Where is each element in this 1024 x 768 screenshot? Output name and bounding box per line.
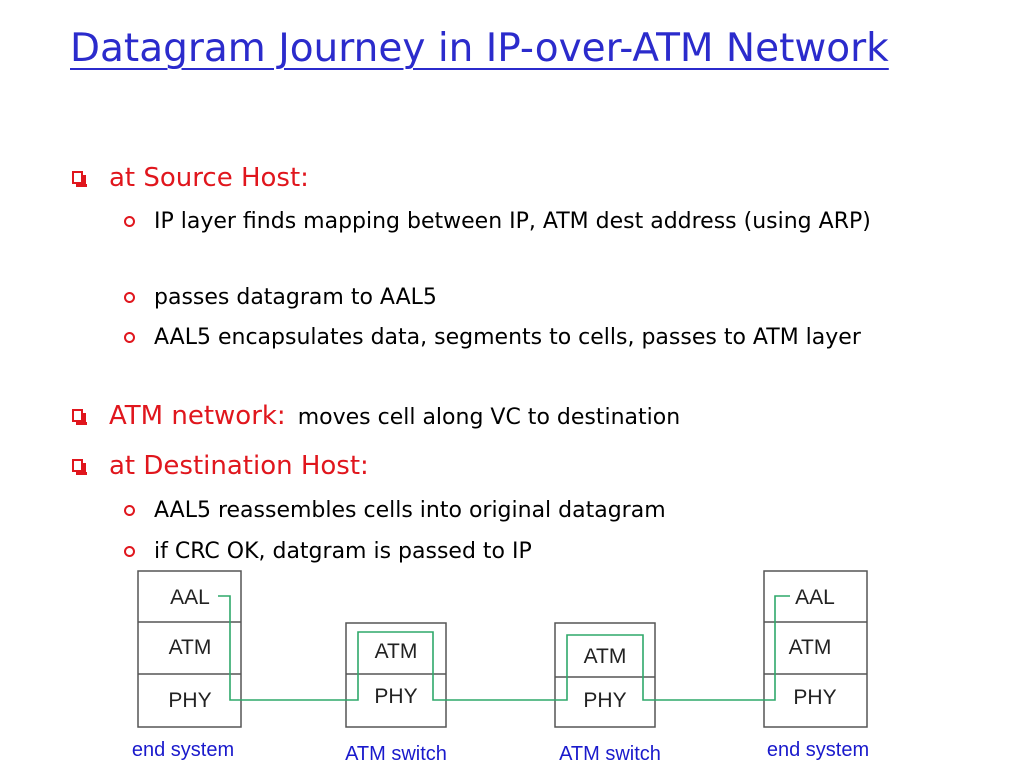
layer-label-aal: AAL bbox=[795, 586, 835, 609]
circle-bullet-icon bbox=[124, 332, 135, 343]
sub-bullet-text: passes datagram to AAL5 bbox=[154, 285, 437, 310]
stack-box bbox=[554, 622, 656, 728]
node-caption: ATM switch bbox=[345, 743, 447, 765]
layer-label-atm: ATM bbox=[789, 636, 832, 659]
bullet-label: at Destination Host: bbox=[109, 451, 369, 481]
sub-bullet-text: if CRC OK, datgram is passed to IP bbox=[154, 539, 532, 564]
bullet-label: ATM network: bbox=[109, 401, 286, 431]
node-caption: ATM switch bbox=[559, 743, 661, 765]
stack-box bbox=[345, 622, 447, 728]
stack-box bbox=[763, 570, 868, 728]
square-bullet-icon bbox=[72, 409, 87, 425]
layer-label-atm: ATM bbox=[375, 640, 418, 663]
layer-label-phy: PHY bbox=[793, 686, 836, 709]
sub-bullet-text: AAL5 encapsulates data, segments to cell… bbox=[154, 325, 861, 350]
slide-title: Datagram Journey in IP-over-ATM Network bbox=[70, 26, 889, 71]
layer-label-phy: PHY bbox=[583, 689, 626, 712]
sub-bullet-text: AAL5 reassembles cells into original dat… bbox=[154, 498, 666, 523]
node-atm-switch-2: ATM PHY ATM switch bbox=[554, 622, 661, 765]
stack-box bbox=[137, 570, 242, 728]
square-bullet-icon bbox=[72, 459, 87, 475]
square-bullet-icon bbox=[72, 171, 87, 187]
layer-label-atm: ATM bbox=[169, 636, 212, 659]
bullet-detail: moves cell along VC to destination bbox=[297, 405, 681, 430]
bullet-label: at Source Host: bbox=[109, 163, 309, 193]
layer-label-atm: ATM bbox=[584, 645, 627, 668]
datagram-path bbox=[218, 595, 790, 701]
node-atm-switch-1: ATM PHY ATM switch bbox=[345, 622, 447, 765]
layer-label-phy: PHY bbox=[168, 689, 211, 712]
circle-bullet-icon bbox=[124, 546, 135, 557]
layer-label-aal: AAL bbox=[170, 586, 210, 609]
node-end-system-left: AAL ATM PHY end system bbox=[132, 570, 242, 761]
circle-bullet-icon bbox=[124, 292, 135, 303]
sub-bullet-text: IP layer finds mapping between IP, ATM d… bbox=[154, 209, 871, 234]
circle-bullet-icon bbox=[124, 505, 135, 516]
layer-label-phy: PHY bbox=[374, 685, 417, 708]
node-caption: end system bbox=[767, 739, 869, 761]
node-end-system-right: AAL ATM PHY end system bbox=[763, 570, 869, 761]
circle-bullet-icon bbox=[124, 216, 135, 227]
node-caption: end system bbox=[132, 739, 234, 761]
